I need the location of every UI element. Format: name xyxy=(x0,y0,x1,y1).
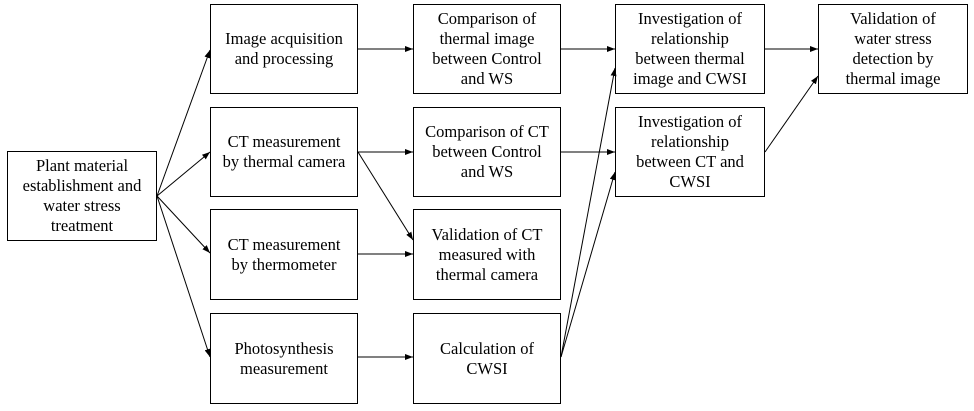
node-validate-ct: Validation of CT measured with thermal c… xyxy=(413,209,561,300)
arrow-calc-cwsi-to-rel-image-cwsi xyxy=(560,67,617,358)
node-plant-material: Plant material establishment and water s… xyxy=(7,151,157,241)
node-ct-thermal-camera: CT measurement by thermal camera xyxy=(210,107,358,197)
arrow-plant-to-ct-thermal xyxy=(156,151,211,197)
node-image-acquisition: Image acquisition and processing xyxy=(210,4,358,94)
node-calculate-cwsi: Calculation of CWSI xyxy=(413,313,561,404)
node-relationship-image-cwsi: Investigation of relationship between th… xyxy=(615,4,765,94)
arrow-rel-ct-cwsi-to-validate-detection xyxy=(764,75,819,153)
arrow-plant-to-image-acquisition xyxy=(156,49,211,197)
node-validate-detection: Validation of water stress detection by … xyxy=(818,4,968,94)
arrow-plant-to-photosynthesis xyxy=(156,195,211,358)
arrow-plant-to-ct-thermometer xyxy=(156,195,211,254)
node-compare-ct: Comparison of CT between Control and WS xyxy=(413,107,561,197)
node-compare-thermal-image: Comparison of thermal image between Cont… xyxy=(413,4,561,94)
arrow-calc-cwsi-to-rel-ct-cwsi xyxy=(560,171,616,358)
node-ct-thermometer: CT measurement by thermometer xyxy=(210,209,358,300)
arrow-ct-thermal-to-validate-ct xyxy=(357,151,414,241)
node-photosynthesis: Photosynthesis measurement xyxy=(210,313,358,404)
node-relationship-ct-cwsi: Investigation of relationship between CT… xyxy=(615,107,765,197)
